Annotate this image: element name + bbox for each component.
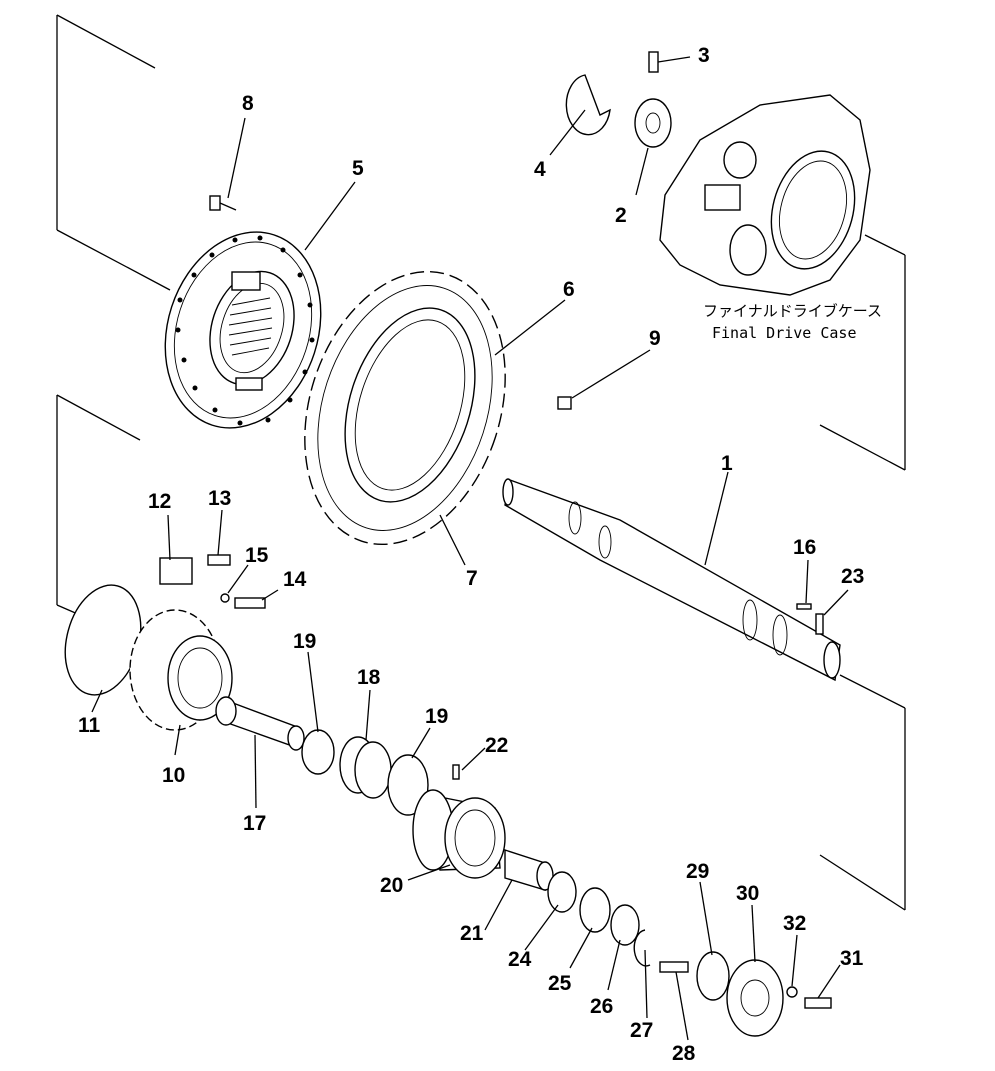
callout-27: 27 <box>630 1019 653 1042</box>
callout-16: 16 <box>793 536 816 559</box>
callout-18: 18 <box>357 666 381 689</box>
final-drive-case <box>659 94 871 296</box>
callout-7: 7 <box>466 567 478 590</box>
small-parts-2-3-4 <box>565 51 672 148</box>
callout-17: 17 <box>243 812 266 835</box>
sprocket-part-6-7 <box>304 270 506 546</box>
case-label-en: Final Drive Case <box>712 324 857 342</box>
callout-22: 22 <box>485 734 508 757</box>
callout-8: 8 <box>242 92 254 115</box>
callout-11: 11 <box>78 714 101 737</box>
callout-numbers: 1 2 3 4 5 6 7 8 9 10 11 12 13 14 15 16 1… <box>78 44 864 1065</box>
gear-part-10 <box>129 609 233 731</box>
plate-part-25 <box>579 887 611 933</box>
ring-part-19-a <box>301 729 335 775</box>
callout-28: 28 <box>672 1042 696 1065</box>
hub-part-5 <box>164 231 322 429</box>
callout-2: 2 <box>615 204 627 227</box>
leader-lines <box>91 56 849 1041</box>
case-label-jp: ファイナルドライブケース <box>703 302 882 320</box>
callout-19-b: 19 <box>425 705 448 728</box>
callout-30: 30 <box>736 882 759 905</box>
callout-29: 29 <box>686 860 709 883</box>
callout-12: 12 <box>148 490 171 513</box>
washer-part-24 <box>547 871 577 913</box>
sleeve-part-17 <box>215 696 305 751</box>
seal-part-18 <box>339 736 392 799</box>
callout-19-a: 19 <box>293 630 316 653</box>
callout-4: 4 <box>534 158 546 181</box>
callout-14: 14 <box>283 568 307 591</box>
callout-21: 21 <box>460 922 484 945</box>
callout-6: 6 <box>563 278 575 301</box>
cover-part-30 <box>726 959 784 1037</box>
callout-32: 32 <box>783 912 806 935</box>
ring-part-19-b <box>387 754 429 816</box>
nut-part-9 <box>557 396 572 410</box>
callout-20: 20 <box>380 874 403 897</box>
callout-10: 10 <box>162 764 185 787</box>
washer-part-32 <box>786 986 798 998</box>
frame-lines <box>56 14 906 911</box>
bolt-part-31 <box>804 997 832 1009</box>
callout-26: 26 <box>590 995 613 1018</box>
ring-part-29 <box>696 951 730 1001</box>
callout-13: 13 <box>208 487 231 510</box>
callout-31: 31 <box>840 947 864 970</box>
axle-shaft-part-1 <box>502 478 841 682</box>
small-parts-12-15 <box>159 554 266 609</box>
bushing-part-21 <box>504 849 554 891</box>
plate-part-26 <box>610 904 640 946</box>
callout-9: 9 <box>649 327 661 350</box>
callout-5: 5 <box>352 157 364 180</box>
callout-15: 15 <box>245 544 269 567</box>
callout-23: 23 <box>841 565 864 588</box>
callout-3: 3 <box>698 44 710 67</box>
callout-25: 25 <box>548 972 572 995</box>
callout-1: 1 <box>721 452 733 475</box>
housing-part-20 <box>412 764 506 879</box>
bolt-part-8 <box>209 195 237 211</box>
bolt-part-28 <box>659 961 689 973</box>
callout-24: 24 <box>508 948 532 971</box>
